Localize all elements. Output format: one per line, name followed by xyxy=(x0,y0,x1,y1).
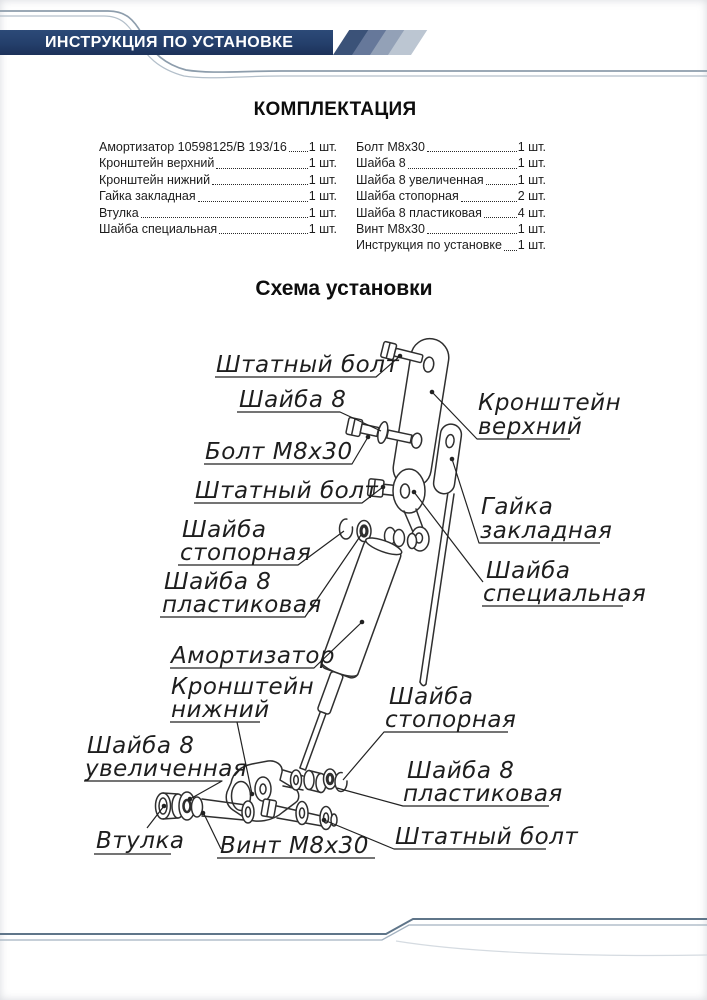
part-name: Болт М8х30 xyxy=(356,140,425,154)
part-name: Кронштейн верхний xyxy=(99,156,215,171)
special-washer-drawing xyxy=(392,468,426,514)
part-name: Шайба 8 пластиковая xyxy=(356,205,482,220)
part-name: Винт М8х30 xyxy=(356,222,425,237)
label-plastic-washer-right: Шайба 8 xyxy=(407,758,514,784)
footer-swoosh xyxy=(0,918,707,957)
parts-row: Шайба 8 1 шт. xyxy=(356,155,546,171)
parts-row: Втулка 1 шт. xyxy=(99,205,337,221)
dot-leader xyxy=(288,151,308,153)
parts-row: Винт М8х30 1 шт. xyxy=(356,221,546,237)
label-washer-8: Шайба 8 xyxy=(239,387,346,413)
part-name: Шайба специальная xyxy=(99,222,218,237)
parts-list-left: Амортизатор 10598125/В 193/16 1 шт. Кронш… xyxy=(99,139,337,237)
part-qty: 4 шт. xyxy=(517,205,546,220)
part-qty: 1 шт. xyxy=(308,156,337,171)
oem-bolt-bottom-drawing xyxy=(260,798,338,831)
dot-leader xyxy=(426,151,517,153)
label-lock-washer-right: Шайба xyxy=(389,684,473,710)
dot-leader xyxy=(483,217,517,219)
dot-leader xyxy=(503,249,517,251)
label-oem-bolt-mid: Штатный болт xyxy=(195,478,378,504)
label-enlarged-washer: Шайба 8 xyxy=(87,733,194,759)
label-special-washer: Шайба xyxy=(486,558,570,584)
part-qty: 1 шт. xyxy=(517,156,546,171)
oem-bolt-top-drawing xyxy=(380,340,424,364)
part-name: Гайка закладная xyxy=(99,189,196,204)
part-qty: 1 шт. xyxy=(308,222,337,237)
parts-row: Шайба 8 пластиковая 4 шт. xyxy=(356,205,546,221)
label-plastic-washer-left: пластиковая xyxy=(162,592,322,618)
part-qty: 2 шт. xyxy=(517,189,546,204)
part-qty: 1 шт. xyxy=(308,172,337,187)
part-name: Шайба 8 увеличенная xyxy=(356,172,484,187)
label-lower-bracket: нижний xyxy=(171,697,270,723)
header-bar xyxy=(0,30,333,55)
parts-row: Инструкция по установке 1 шт. xyxy=(356,237,546,253)
dot-leader xyxy=(219,233,308,235)
part-qty: 1 шт. xyxy=(517,172,546,187)
dot-leader xyxy=(140,217,308,219)
diagram-heading: Схема установки xyxy=(255,277,433,300)
anchor-strip-tail xyxy=(419,491,455,687)
part-name: Втулка xyxy=(99,205,139,220)
part-qty: 1 шт. xyxy=(308,205,337,220)
parts-row: Болт М8х30 1 шт. xyxy=(356,139,546,155)
label-lock-washer-right: стопорная xyxy=(385,707,516,733)
label-oem-bolt-top: Штатный болт xyxy=(216,352,399,378)
part-name: Амортизатор 10598125/В 193/16 xyxy=(99,140,287,154)
oem-bolt-mid-drawing xyxy=(366,478,397,498)
part-qty: 1 шт. xyxy=(308,189,337,204)
part-qty: 1 шт. xyxy=(308,140,337,154)
label-lock-washer-left: Шайба xyxy=(182,517,266,543)
dot-leader xyxy=(426,233,517,235)
dot-leader xyxy=(216,167,308,169)
parts-row: Амортизатор 10598125/В 193/16 1 шт. xyxy=(99,139,337,155)
part-name: Кронштейн нижний xyxy=(99,172,211,187)
part-qty: 1 шт. xyxy=(517,238,546,253)
lower-stud-washers-drawing xyxy=(282,768,348,794)
label-bushing: Втулка xyxy=(96,828,184,854)
anchor-nut-drawing xyxy=(432,423,463,495)
label-oem-bolt-bottom: Штатный болт xyxy=(395,824,578,850)
label-special-washer: специальная xyxy=(483,581,646,607)
label-plastic-washer-right: пластиковая xyxy=(403,781,563,807)
parts-row: Гайка закладная 1 шт. xyxy=(99,188,337,204)
page-title: ИНСТРУКЦИЯ ПО УСТАНОВКЕ xyxy=(45,34,294,51)
installation-diagram: Штатный болт Шайба 8 Болт М8х30 Штатный … xyxy=(84,337,646,859)
label-upper-bracket: верхний xyxy=(478,414,582,440)
dot-leader xyxy=(407,167,517,169)
label-anchor-nut: Гайка xyxy=(481,494,553,520)
label-upper-bracket: Кронштейн xyxy=(478,390,621,416)
part-qty: 1 шт. xyxy=(517,222,546,237)
label-plastic-washer-left: Шайба 8 xyxy=(164,569,271,595)
dot-leader xyxy=(212,184,308,186)
package-heading: КОМПЛЕКТАЦИЯ xyxy=(253,99,417,120)
label-anchor-nut: закладная xyxy=(480,518,612,544)
header-swoosh xyxy=(0,10,707,79)
label-bolt-m8x30: Болт М8х30 xyxy=(205,439,353,465)
parts-row: Шайба 8 увеличенная 1 шт. xyxy=(356,172,546,188)
leader-lines xyxy=(84,355,623,859)
parts-row: Шайба стопорная 2 шт. xyxy=(356,188,546,204)
parts-row: Кронштейн нижний 1 шт. xyxy=(99,172,337,188)
part-name: Инструкция по установке xyxy=(356,238,502,253)
shock-absorber-drawing xyxy=(299,537,403,771)
part-qty: 1 шт. xyxy=(517,140,546,154)
part-name: Шайба стопорная xyxy=(356,189,459,204)
dot-leader xyxy=(460,200,517,202)
label-enlarged-washer: увеличенная xyxy=(84,756,247,782)
parts-row: Кронштейн верхний 1 шт. xyxy=(99,155,337,171)
label-screw-m8x30: Винт М8х30 xyxy=(220,833,369,859)
part-name: Шайба 8 xyxy=(356,156,406,171)
parts-list-right: Болт М8х30 1 шт. Шайба 8 1 шт. Шайба 8 уве… xyxy=(356,139,546,254)
leader-dots xyxy=(161,353,455,823)
upper-washers-drawing xyxy=(338,518,418,550)
dot-leader xyxy=(485,184,517,186)
dot-leader xyxy=(197,200,308,202)
parts-row: Шайба специальная 1 шт. xyxy=(99,221,337,237)
label-shock-absorber: Амортизатор xyxy=(169,643,335,669)
label-lock-washer-left: стопорная xyxy=(180,540,311,566)
label-lower-bracket: Кронштейн xyxy=(171,674,314,700)
